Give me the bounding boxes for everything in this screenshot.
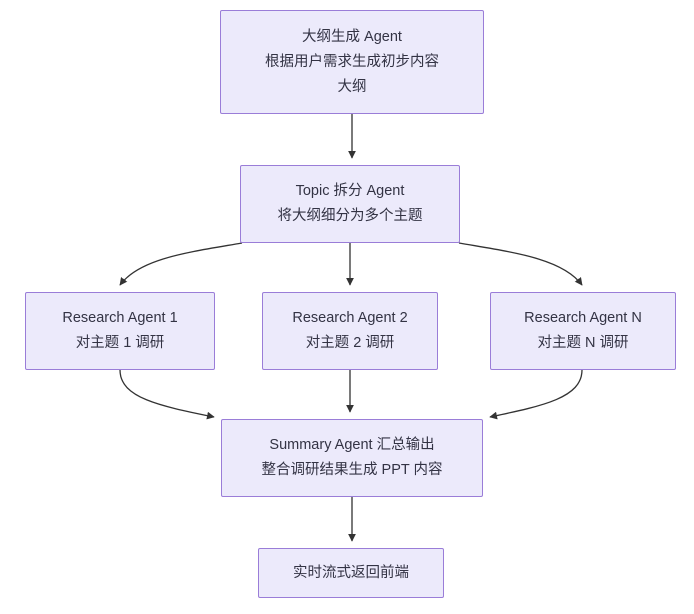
node-topic-split-agent-line-1: Topic 拆分 Agent	[295, 183, 405, 199]
node-stream-to-frontend-line-1: 实时流式返回前端	[293, 564, 409, 581]
node-summary-agent-line-1: Summary Agent 汇总输出	[269, 437, 435, 453]
node-summary-agent[interactable]: Summary Agent 汇总输出 整合调研结果生成 PPT 内容	[221, 419, 483, 497]
node-research-agent-2-line-2: 对主题 2 调研	[305, 335, 395, 351]
node-topic-split-agent-line-2: 将大纲细分为多个主题	[277, 208, 423, 224]
node-stream-to-frontend[interactable]: 实时流式返回前端	[258, 548, 444, 598]
edge-topic-to-research-n	[458, 242, 583, 286]
node-research-agent-2[interactable]: Research Agent 2 对主题 2 调研	[262, 292, 438, 370]
node-research-agent-1-line-1: Research Agent 1	[62, 310, 178, 326]
edge-topic-to-research-1	[119, 242, 243, 286]
edge-research-n-to-summary	[489, 369, 583, 420]
edge-research-1-to-summary	[119, 369, 215, 420]
node-research-agent-1[interactable]: Research Agent 1 对主题 1 调研	[25, 292, 215, 370]
node-research-agent-n[interactable]: Research Agent N 对主题 N 调研	[490, 292, 676, 370]
node-outline-agent[interactable]: 大纲生成 Agent 根据用户需求生成初步内容 大纲	[220, 10, 484, 114]
node-research-agent-n-line-1: Research Agent N	[524, 310, 642, 326]
node-research-agent-2-line-1: Research Agent 2	[292, 310, 408, 326]
node-outline-agent-line-3: 大纲	[337, 78, 367, 95]
node-research-agent-1-line-2: 对主题 1 调研	[75, 335, 165, 351]
node-research-agent-n-line-2: 对主题 N 调研	[537, 335, 629, 351]
node-outline-agent-line-1: 大纲生成 Agent	[302, 28, 402, 45]
node-topic-split-agent[interactable]: Topic 拆分 Agent 将大纲细分为多个主题	[240, 165, 460, 243]
node-outline-agent-line-2: 根据用户需求生成初步内容	[265, 53, 439, 70]
node-summary-agent-line-2: 整合调研结果生成 PPT 内容	[261, 462, 443, 478]
